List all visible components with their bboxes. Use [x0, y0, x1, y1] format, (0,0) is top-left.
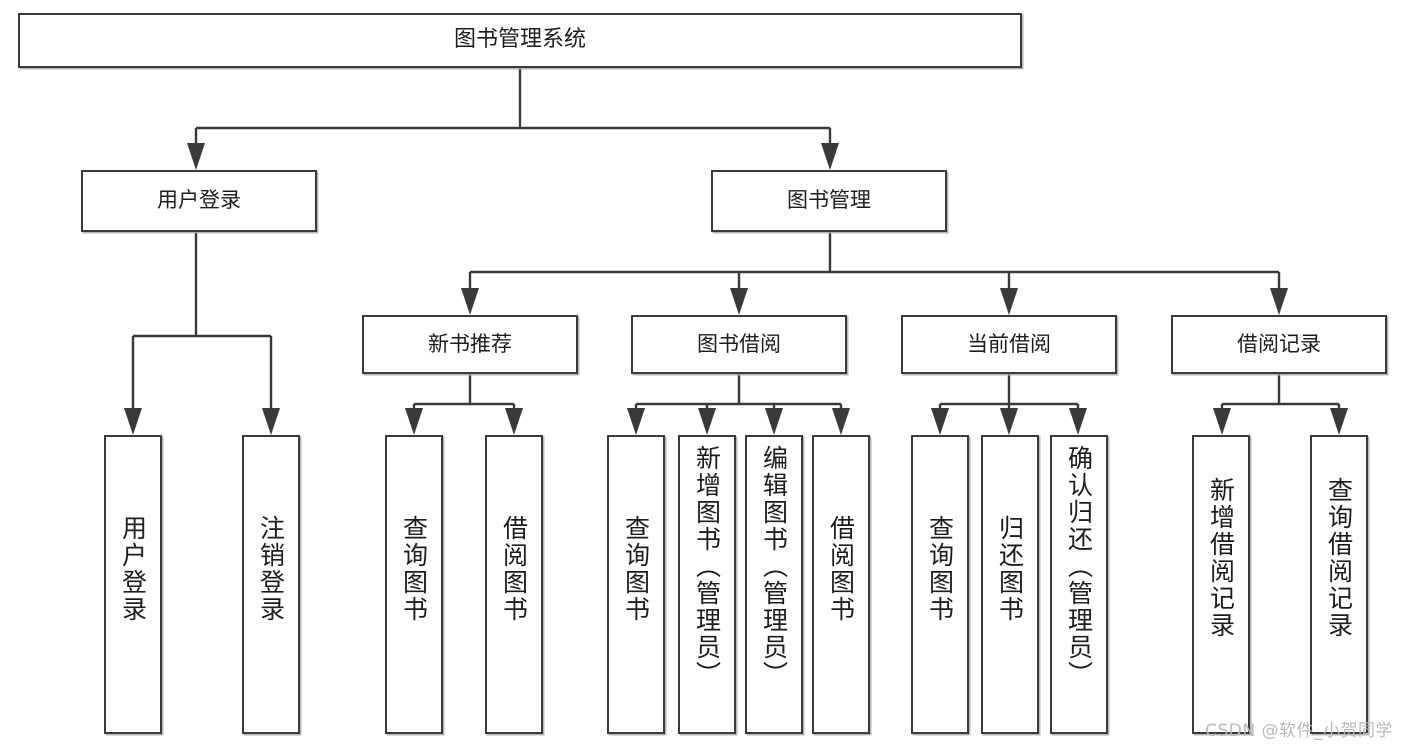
leaf-logout[interactable]: 注销登录	[242, 435, 300, 734]
leaf-return-book[interactable]: 归还图书	[981, 435, 1039, 734]
leaf-borrow-book-recommend[interactable]: 借阅图书	[485, 435, 543, 734]
leaf-query-book-recommend[interactable]: 查询图书	[385, 435, 443, 734]
leaf-edit-book-admin[interactable]: 编辑图书（管理员）	[745, 435, 803, 734]
node-label: 编辑图书（管理员）	[759, 445, 789, 688]
node-label: 图书借阅	[697, 331, 781, 356]
node-label: 图书管理系统	[453, 27, 586, 53]
node-label: 查询图书	[925, 515, 955, 623]
leaf-add-book-admin[interactable]: 新增图书（管理员）	[678, 435, 736, 734]
node-label: 查询图书	[621, 515, 651, 623]
node-label: 查询图书	[399, 515, 429, 623]
node-label: 借阅记录	[1237, 331, 1321, 356]
node-label: 借阅图书	[499, 515, 529, 623]
node-label: 借阅图书	[826, 515, 856, 623]
leaf-query-book[interactable]: 查询图书	[607, 435, 665, 734]
leaf-add-borrow-record[interactable]: 新增借阅记录	[1192, 435, 1250, 734]
leaf-borrow-book[interactable]: 借阅图书	[812, 435, 870, 734]
node-label: 用户登录	[157, 188, 241, 213]
node-label: 新书推荐	[428, 331, 512, 356]
node-label: 注销登录	[256, 515, 286, 623]
node-label: 当前借阅	[967, 331, 1051, 356]
leaf-query-borrow-record[interactable]: 查询借阅记录	[1310, 435, 1368, 734]
node-label: 归还图书	[995, 515, 1025, 623]
node-book-borrowing[interactable]: 图书借阅	[631, 315, 847, 374]
node-label: 新增图书（管理员）	[692, 445, 722, 688]
node-current-borrowing[interactable]: 当前借阅	[901, 315, 1117, 374]
watermark-text: CSDN @软件_小贺同学	[1205, 721, 1393, 741]
node-label: 新增借阅记录	[1206, 477, 1236, 639]
node-new-book-recommendation[interactable]: 新书推荐	[362, 315, 578, 374]
node-label: 用户登录	[118, 515, 148, 623]
leaf-query-book-current[interactable]: 查询图书	[911, 435, 969, 734]
node-book-management[interactable]: 图书管理	[711, 170, 947, 232]
node-user-login[interactable]: 用户登录	[81, 170, 317, 232]
node-borrow-records[interactable]: 借阅记录	[1171, 315, 1387, 374]
node-label: 查询借阅记录	[1324, 477, 1354, 639]
node-label: 图书管理	[787, 188, 871, 213]
leaf-user-login[interactable]: 用户登录	[104, 435, 162, 734]
leaf-confirm-return-admin[interactable]: 确认归还（管理员）	[1050, 435, 1108, 734]
node-root-book-management-system[interactable]: 图书管理系统	[18, 13, 1022, 68]
node-label: 确认归还（管理员）	[1064, 445, 1094, 688]
